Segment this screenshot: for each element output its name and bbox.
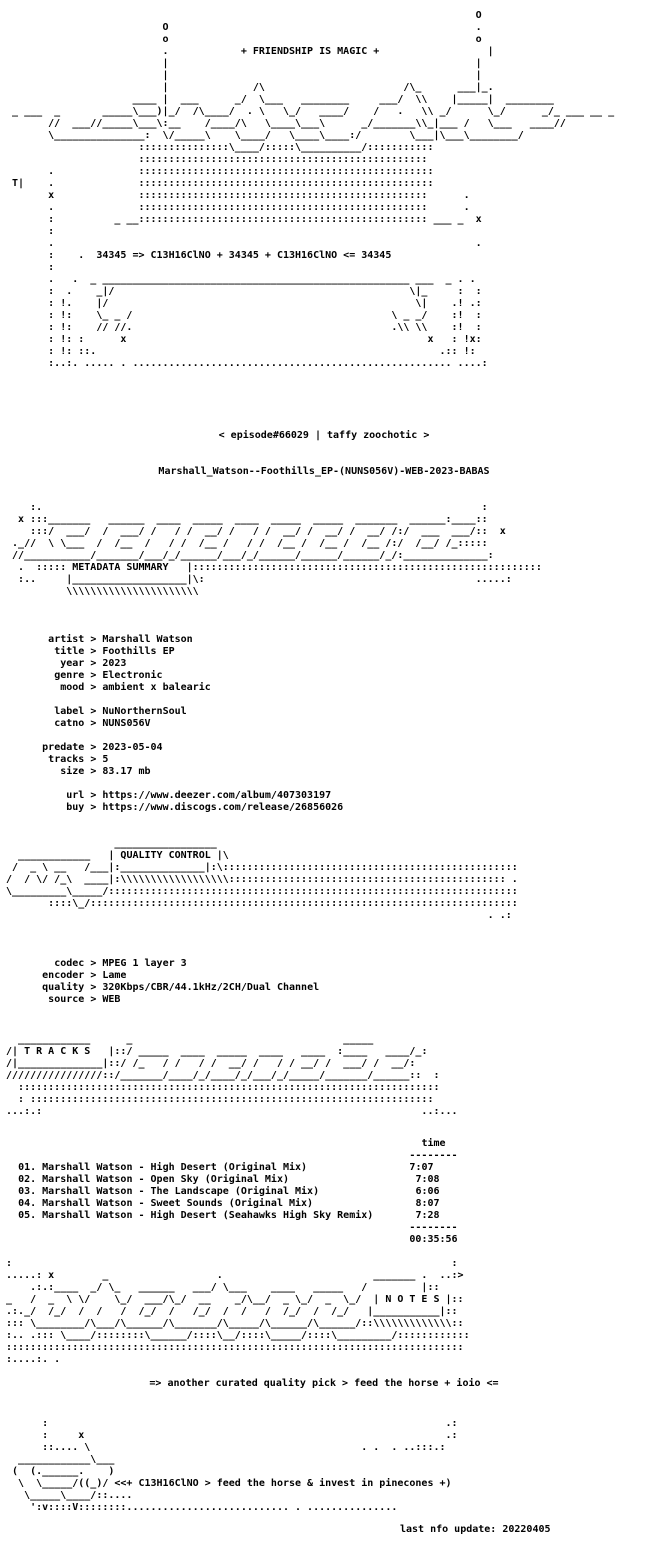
track-row: 01. Marshall Watson - High Desert (Origi… [18, 1162, 433, 1173]
metadata-title: METADATA SUMMARY [72, 562, 169, 573]
metadata-key-catno: catno [54, 718, 85, 729]
track-row: 03. Marshall Watson - The Landscape (Ori… [18, 1186, 439, 1197]
quality-key-codec: codec [54, 958, 85, 969]
track-row: 04. Marshall Watson - Sweet Sounds (Orig… [18, 1198, 439, 1209]
tracks-table: time -------- 01. Marshall Watson - High… [18, 1138, 458, 1245]
footer-ascii-art: : .: : x .: ::.... \ [12, 1418, 458, 1513]
metadata-key-url: url [66, 790, 85, 801]
quality-title: QUALITY CONTROL [120, 850, 211, 861]
notes-title: N O T E S [385, 1294, 440, 1305]
metadata-key-mood: mood [60, 682, 85, 693]
last-update: last nfo update: 20220405 [400, 1524, 551, 1535]
quality-value-source: WEB [102, 994, 121, 1005]
metadata-key-label: label [54, 706, 85, 717]
track-title: Marshall Watson - High Desert (Seahawks … [42, 1210, 374, 1221]
metadata-value-artist: Marshall Watson [102, 634, 193, 645]
quality-value-encoder: Lame [102, 970, 127, 981]
header-slogan: + FRIENDSHIP IS MAGIC + [240, 46, 380, 57]
metadata-key-tracks: tracks [48, 754, 85, 765]
track-time: 7:07 [409, 1162, 434, 1173]
track-number: 04. [18, 1198, 37, 1209]
formula-line: 34345 => C13H16ClNO + 34345 + C13H16ClNO… [96, 250, 392, 261]
metadata-key-artist: artist [48, 634, 85, 645]
metadata-key-genre: genre [54, 670, 85, 681]
quality-value-quality: 320Kbps/CBR/44.1kHz/2CH/Dual Channel [102, 982, 320, 993]
metadata-key-title: title [54, 646, 85, 657]
notes-text: => another curated quality pick > feed t… [149, 1378, 499, 1389]
quality-value-codec: MPEG 1 layer 3 [102, 958, 187, 969]
metadata-key-size: size [60, 766, 85, 777]
track-time: 8:07 [415, 1198, 440, 1209]
metadata-value-size: 83.17 mb [102, 766, 151, 777]
tracks-total-time: 00:35:56 [409, 1234, 458, 1245]
metadata-value-title: Foothills EP [102, 646, 175, 657]
quality-key-source: source [48, 994, 85, 1005]
track-time: 7:28 [415, 1210, 440, 1221]
metadata-value-predate: 2023-05-04 [102, 742, 163, 753]
quality-key-encoder: encoder [42, 970, 85, 981]
release-name: Marshall_Watson--Foothills_EP-(NUNS056V)… [158, 466, 490, 477]
track-title: Marshall Watson - Open Sky (Original Mix… [42, 1174, 289, 1185]
episode-line: < episode#66029 | taffy zoochotic > [218, 430, 430, 441]
quality-header-art: _________________ ____________ | QUALITY… [6, 838, 518, 921]
track-title: Marshall Watson - The Landscape (Origina… [42, 1186, 320, 1197]
metadata-value-genre: Electronic [102, 670, 163, 681]
metadata-key-year: year [60, 658, 85, 669]
metadata-key-predate: predate [42, 742, 85, 753]
track-number: 03. [18, 1186, 37, 1197]
notes-header-art: : : .....: x _ . _______ . ..:> .:.:____… [6, 1258, 470, 1365]
metadata-value-url[interactable]: https://www.deezer.com/album/407303197 [102, 790, 332, 801]
metadata-value-mood: ambient x balearic [102, 682, 211, 693]
header-ascii-art: O O . o o . [12, 10, 615, 369]
track-title: Marshall Watson - High Desert (Original … [42, 1162, 308, 1173]
metadata-table: artist > Marshall Watson title > Foothil… [42, 634, 344, 813]
track-number: 01. [18, 1162, 37, 1173]
metadata-value-buy[interactable]: https://www.discogs.com/release/26856026 [102, 802, 344, 813]
tracks-title: T R A C K S [24, 1046, 91, 1057]
track-number: 02. [18, 1174, 37, 1185]
metadata-value-label: NuNorthernSoul [102, 706, 187, 717]
quality-key-quality: quality [42, 982, 85, 993]
metadata-value-tracks: 5 [102, 754, 109, 765]
metadata-header-art: :. : x :::_______ ______ ____ _____ ____… [12, 502, 542, 597]
track-number: 05. [18, 1210, 37, 1221]
tracks-header-art: ____________ _ _____ /| T R A C K S |::/… [6, 1034, 458, 1117]
metadata-key-buy: buy [66, 802, 85, 813]
time-column-header: time [421, 1138, 446, 1149]
footer-tagline: <<+ C13H16ClNO > feed the horse & invest… [114, 1478, 452, 1489]
track-title: Marshall Watson - Sweet Sounds (Original… [42, 1198, 314, 1209]
track-time: 7:08 [415, 1174, 440, 1185]
track-time: 6:06 [415, 1186, 440, 1197]
track-row: 05. Marshall Watson - High Desert (Seaha… [18, 1210, 439, 1221]
metadata-value-catno: NUNS056V [102, 718, 151, 729]
metadata-value-year: 2023 [102, 658, 127, 669]
quality-table: codec > MPEG 1 layer 3 encoder > Lame qu… [42, 958, 320, 1005]
track-row: 02. Marshall Watson - Open Sky (Original… [18, 1174, 439, 1185]
